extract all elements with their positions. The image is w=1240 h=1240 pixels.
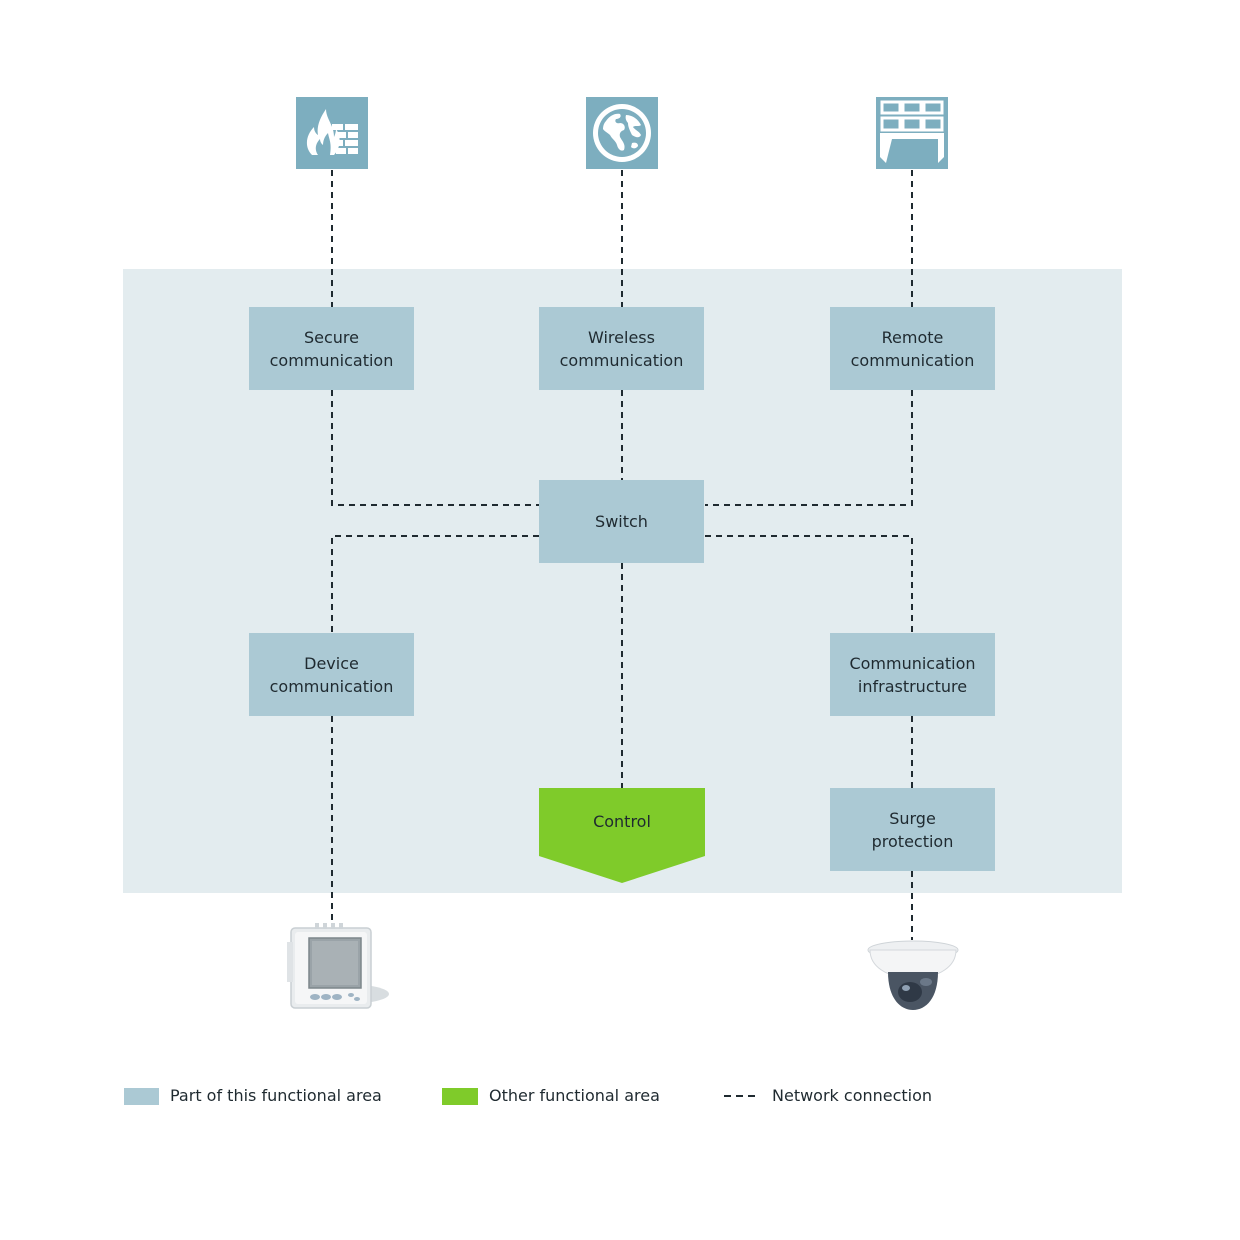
secure-communication-label-line2: communication <box>269 350 394 370</box>
power-meter-device <box>287 923 389 1009</box>
surge-protection-label-line1: Surge <box>889 808 936 828</box>
line-switch-infra <box>705 535 913 633</box>
communication-infrastructure-label-line1: Communication <box>849 653 976 673</box>
line-secure-switch <box>331 390 539 506</box>
device-communication-box: Device communication <box>249 633 414 716</box>
communication-infrastructure-box: Communication infrastructure <box>830 633 995 716</box>
legend-label-network: Network connection <box>772 1086 933 1105</box>
communication-infrastructure-label-line2: infrastructure <box>857 676 968 696</box>
line-remote-switch <box>705 390 913 506</box>
wireless-communication-box: Wireless communication <box>539 307 704 390</box>
legend-swatch-other <box>442 1088 478 1105</box>
wireless-communication-label-line1: Wireless <box>588 327 655 347</box>
remote-communication-box: Remote communication <box>830 307 995 390</box>
legend-swatch-part <box>124 1088 159 1105</box>
video-wall-icon <box>876 97 948 169</box>
legend-label-other: Other functional area <box>489 1086 660 1105</box>
control-box <box>539 788 705 883</box>
firewall-icon <box>296 97 368 169</box>
switch-box: Switch <box>539 480 704 563</box>
line-switch-device <box>331 535 539 633</box>
remote-communication-label-line1: Remote <box>881 327 944 347</box>
control-label: Control <box>593 812 651 831</box>
secure-communication-box: Secure communication <box>249 307 414 390</box>
switch-label: Switch <box>595 512 648 531</box>
device-communication-label-line2: communication <box>269 676 394 696</box>
legend-dashed-line <box>724 1095 760 1097</box>
legend-label-part: Part of this functional area <box>170 1086 382 1105</box>
remote-communication-label-line2: communication <box>850 350 975 370</box>
secure-communication-label-line1: Secure <box>303 327 359 347</box>
surge-protection-box: Surge protection <box>830 788 995 871</box>
globe-icon <box>586 97 658 169</box>
dome-camera-device <box>867 940 959 1010</box>
device-communication-label-line1: Device <box>304 653 359 673</box>
wireless-communication-label-line2: communication <box>559 350 684 370</box>
surge-protection-label-line2: protection <box>871 831 954 851</box>
